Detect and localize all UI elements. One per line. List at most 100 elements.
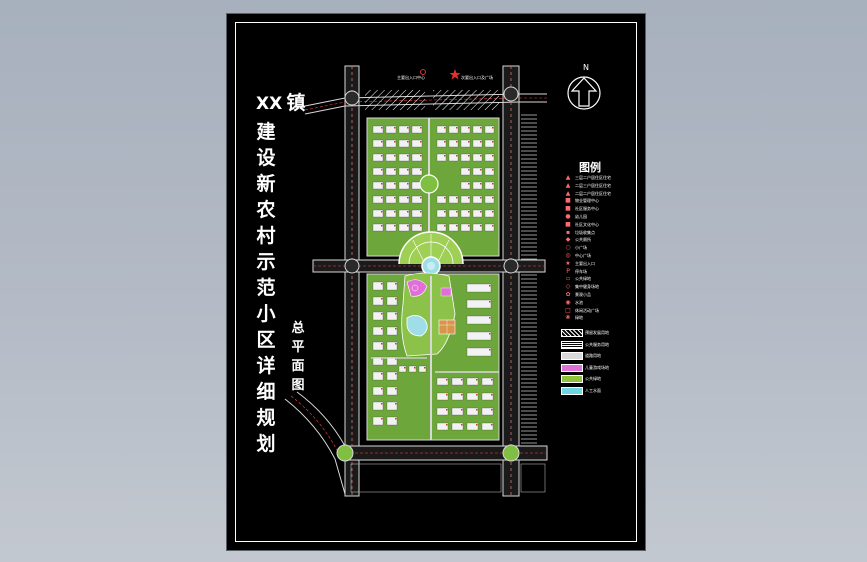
house-marker <box>491 379 493 381</box>
house-footprint <box>472 139 483 148</box>
marker-icon: ▫ <box>565 275 571 283</box>
house-marker <box>420 225 422 227</box>
house-footprint <box>472 209 483 218</box>
house-marker <box>381 328 383 330</box>
legend-item-label: 公共厕所 <box>575 237 591 243</box>
title-char: 划 <box>256 433 276 455</box>
house-marker <box>476 424 478 426</box>
house-footprint <box>385 139 397 148</box>
house-footprint <box>386 416 398 426</box>
house-footprint <box>466 283 492 293</box>
house-footprint <box>372 181 384 190</box>
house-marker <box>456 155 458 157</box>
house-marker <box>492 197 494 199</box>
house-marker <box>480 225 482 227</box>
house-marker <box>381 127 383 129</box>
legend-item-label: 绿地 <box>575 315 583 321</box>
house-marker <box>492 127 494 129</box>
house-marker <box>446 394 448 396</box>
house-marker <box>395 283 397 285</box>
house-footprint <box>411 209 423 218</box>
house-footprint <box>481 407 494 416</box>
marker-icon: ✿ <box>565 291 571 298</box>
house-marker <box>480 183 482 185</box>
house-marker <box>444 197 446 199</box>
house-marker <box>420 211 422 213</box>
house-marker <box>492 155 494 157</box>
house-footprint <box>481 422 494 431</box>
house-marker <box>395 403 397 405</box>
house-footprint <box>436 377 449 386</box>
legend-item: ■社区文化中心 <box>565 221 599 229</box>
house-marker <box>407 211 409 213</box>
house-footprint <box>466 407 479 416</box>
house-footprint <box>386 341 398 351</box>
house-footprint <box>372 153 384 162</box>
house-footprint <box>484 181 495 190</box>
house-footprint <box>484 209 495 218</box>
house-marker <box>468 169 470 171</box>
house-footprint <box>386 326 398 336</box>
legend-item: ✿景观小品 <box>565 291 591 299</box>
house-marker <box>394 155 396 157</box>
house-footprint <box>372 311 384 321</box>
house-footprint <box>448 223 459 232</box>
house-marker <box>480 211 482 213</box>
house-marker <box>395 328 397 330</box>
house-footprint <box>448 195 459 204</box>
house-marker <box>489 285 491 287</box>
house-footprint <box>448 139 459 148</box>
marker-icon: ❀ <box>565 314 571 322</box>
house-marker <box>414 367 416 369</box>
house-footprint <box>408 365 417 373</box>
house-footprint <box>372 416 384 426</box>
legend-item-label: 主要出入口 <box>575 260 595 266</box>
legend-swatch-label: 公共绿地 <box>585 376 601 382</box>
marker-icon: ◇ <box>565 283 571 291</box>
house-footprint <box>484 167 495 176</box>
house-marker <box>468 197 470 199</box>
marker-icon: ★ <box>565 259 571 267</box>
house-footprint <box>398 223 410 232</box>
legend-item-label: 幼儿园 <box>575 214 587 219</box>
house-marker <box>476 394 478 396</box>
house-marker <box>381 155 383 157</box>
legend-item: □休闲活动广场 <box>565 307 599 315</box>
house-footprint <box>436 407 449 416</box>
legend-item: ▲二层二户居住区住宅 <box>565 190 611 198</box>
house-footprint <box>386 281 398 291</box>
house-footprint <box>472 223 483 232</box>
drawing-sheet: XX 镇建设新农村示范小区详细规划 总平面图 N 图例 ▲三层二户居住区住宅▲二… <box>226 13 646 551</box>
house-marker <box>492 169 494 171</box>
legend-item-label: 小广场 <box>575 245 587 251</box>
legend-item: ●幼儿园 <box>565 213 587 221</box>
north-label: N <box>583 63 589 72</box>
house-marker <box>456 127 458 129</box>
house-marker <box>476 379 478 381</box>
house-footprint <box>472 125 483 134</box>
house-marker <box>381 225 383 227</box>
house-marker <box>395 388 397 390</box>
house-marker <box>468 155 470 157</box>
legend-item: ■物业管理中心 <box>565 197 599 205</box>
upper-residential-block <box>366 117 500 276</box>
house-marker <box>491 424 493 426</box>
house-marker <box>468 183 470 185</box>
house-footprint <box>460 223 471 232</box>
house-footprint <box>372 125 384 134</box>
house-footprint <box>385 223 397 232</box>
legend-item: ▲三层二户居住区住宅 <box>565 174 611 182</box>
house-marker <box>381 373 383 375</box>
house-footprint <box>451 422 464 431</box>
marker-icon: ■ <box>565 197 571 205</box>
house-marker <box>381 183 383 185</box>
title-char: 示 <box>256 251 276 273</box>
house-footprint <box>472 167 483 176</box>
house-footprint <box>411 223 423 232</box>
marker-icon: ▲ <box>565 189 571 197</box>
marker-icon: ▲ <box>565 174 571 181</box>
house-marker <box>407 155 409 157</box>
house-marker <box>468 141 470 143</box>
legend-item: ★ 主要出入口 <box>565 260 595 268</box>
marker-icon: ▲ <box>565 181 571 189</box>
